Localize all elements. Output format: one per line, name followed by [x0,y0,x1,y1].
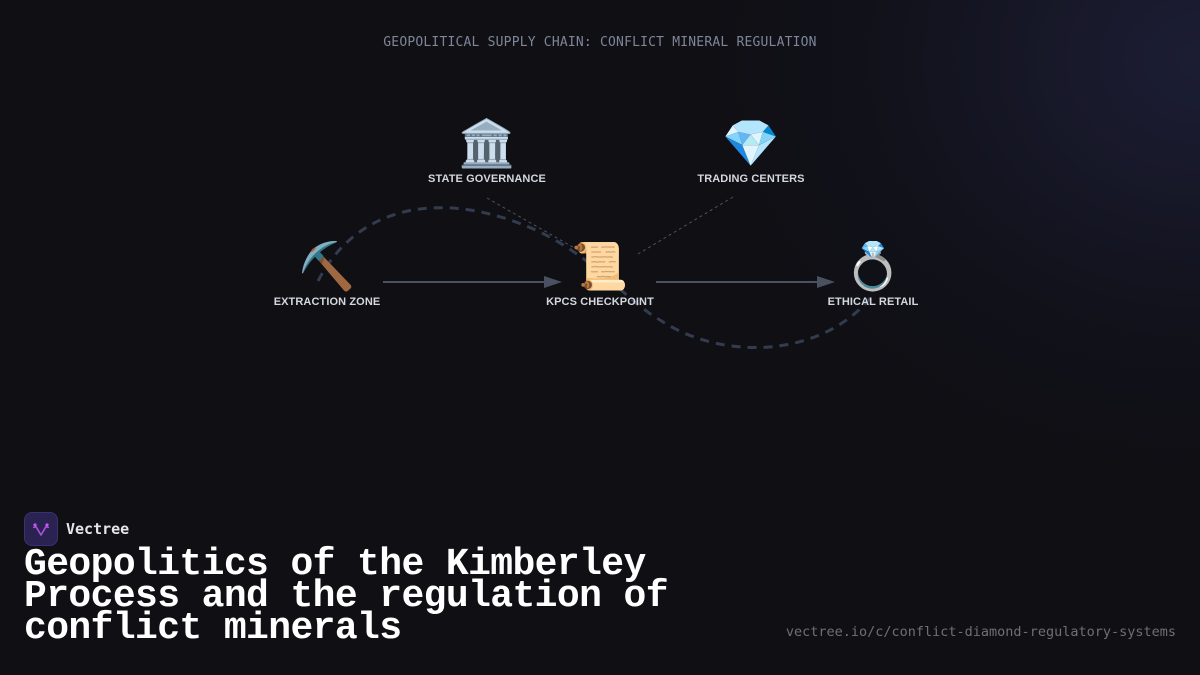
page-title: Geopolitics of the Kimberley Process and… [24,543,669,650]
node-ethical-retail: 💍 ETHICAL RETAIL [793,238,953,308]
brand: Vectree [24,512,129,546]
arrowhead-icon [544,276,562,288]
node-label: TRADING CENTERS [697,173,805,185]
vectree-logo-icon [24,512,58,546]
ring-icon: 💍 [844,239,902,293]
node-label: STATE GOVERNANCE [428,173,546,185]
node-label: EXTRACTION ZONE [273,296,381,308]
arrowhead-icon [817,276,835,288]
page-url: vectree.io/c/conflict-diamond-regulatory… [785,624,1176,640]
edge-trading-to-kpcs [637,196,734,255]
node-kpcs-checkpoint: 📜 KPCS CHECKPOINT [520,238,680,308]
node-trading-centers: 💎 TRADING CENTERS [671,115,831,185]
gem-icon: 💎 [722,116,780,170]
node-label: KPCS CHECKPOINT [546,296,654,308]
pickaxe-icon: ⛏️ [298,239,356,293]
diagram-title: GEOPOLITICAL SUPPLY CHAIN: CONFLICT MINE… [383,35,817,50]
classical-building-icon: 🏛️ [458,116,516,170]
node-state-governance: 🏛️ STATE GOVERNANCE [407,115,567,185]
node-extraction-zone: ⛏️ EXTRACTION ZONE [247,238,407,308]
node-label: ETHICAL RETAIL [827,296,919,308]
brand-name: Vectree [66,520,130,538]
scroll-icon: 📜 [571,239,629,293]
